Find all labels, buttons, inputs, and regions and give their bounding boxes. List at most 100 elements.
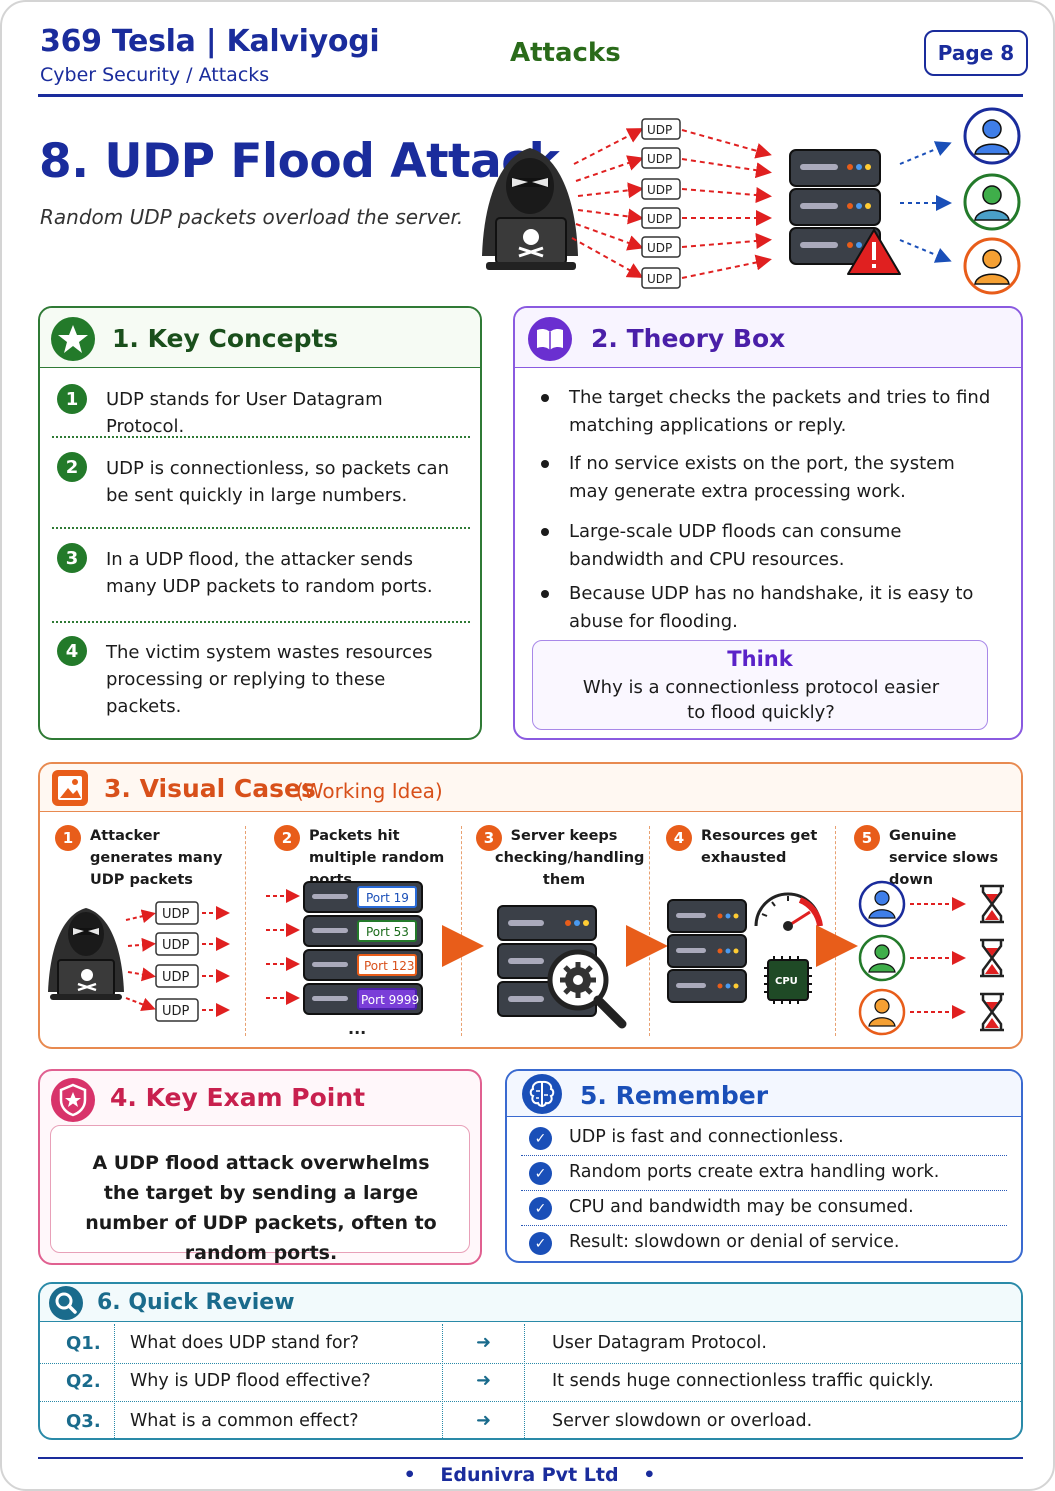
exhausted-server-icon bbox=[667, 899, 747, 1003]
answer-text: It sends huge connectionless traffic qui… bbox=[552, 1371, 934, 1391]
breadcrumb: Cyber Security / Attacks bbox=[40, 64, 270, 86]
more-ports-ellipsis: ... bbox=[348, 1019, 366, 1038]
review-row: Q3. What is a common effect? ➜ Server sl… bbox=[40, 1402, 1021, 1442]
udp-packet-label: UDP bbox=[162, 907, 190, 922]
theory-bullet-text: The target checks the packets and tries … bbox=[569, 387, 991, 436]
brain-icon bbox=[522, 1074, 562, 1114]
remember-title: 5. Remember bbox=[580, 1081, 769, 1110]
udp-packet-label: UDP bbox=[647, 123, 672, 137]
udp-packet-label: UDP bbox=[647, 183, 672, 197]
udp-packet-stream: UDP UDP UDP UDP UDP UDP bbox=[571, 118, 772, 289]
answer-text: Server slowdown or overload. bbox=[552, 1411, 813, 1431]
check-icon: ✓ bbox=[529, 1127, 552, 1150]
key-concept-text: The victim system wastes resources proce… bbox=[106, 642, 433, 717]
remember-card: 5. Remember ✓ UDP is fast and connection… bbox=[505, 1069, 1023, 1263]
port-label: Port 123 bbox=[364, 959, 415, 973]
question-number: Q2. bbox=[66, 1371, 101, 1392]
udp-packet-label: UDP bbox=[647, 152, 672, 166]
remember-text: Random ports create extra handling work. bbox=[569, 1162, 940, 1182]
page-badge: Page 8 bbox=[924, 30, 1028, 76]
bullet bbox=[541, 460, 549, 468]
think-title: Think bbox=[727, 647, 793, 671]
arrow-right-icon: ➜ bbox=[476, 1370, 492, 1391]
udp-flood-hero-illustration: UDP UDP UDP UDP UDP UDP bbox=[482, 107, 1021, 295]
remember-item: ✓ UDP is fast and connectionless. bbox=[521, 1121, 1007, 1156]
key-concepts-title: 1. Key Concepts bbox=[112, 324, 339, 353]
question-text: Why is UDP flood effective? bbox=[130, 1371, 371, 1391]
page-title: 8. UDP Flood Attack bbox=[39, 134, 560, 189]
udp-packet-label: UDP bbox=[162, 1004, 190, 1019]
theory-bullet-text: If no service exists on the port, the sy… bbox=[569, 453, 955, 502]
footer-bullet-icon: • bbox=[403, 1464, 416, 1486]
user-avatar-icon bbox=[963, 173, 1021, 231]
check-icon: ✓ bbox=[529, 1197, 552, 1220]
port-label: Port 19 bbox=[366, 891, 409, 905]
bullet bbox=[541, 528, 549, 536]
divider bbox=[52, 527, 470, 529]
udp-packet-label: UDP bbox=[647, 272, 672, 286]
key-concept-text: In a UDP flood, the attacker sends many … bbox=[106, 549, 433, 597]
user-avatar-icon bbox=[858, 880, 906, 928]
quick-review-card: 6. Quick Review Q1. What does UDP stand … bbox=[38, 1282, 1023, 1440]
user-avatar-icon bbox=[963, 107, 1021, 165]
remember-text: CPU and bandwidth may be consumed. bbox=[569, 1197, 914, 1217]
footer-divider bbox=[38, 1457, 1023, 1459]
step-number: 2 bbox=[274, 825, 300, 851]
bullet bbox=[541, 394, 549, 402]
key-concepts-header: 1. Key Concepts bbox=[40, 308, 480, 368]
key-concepts-card: 1. Key Concepts 1 UDP stands for User Da… bbox=[38, 306, 482, 740]
step-label: Server keeps checking/handling them bbox=[495, 828, 645, 888]
column-divider bbox=[114, 1324, 115, 1438]
theory-box-header: 2. Theory Box bbox=[515, 308, 1021, 368]
udp-packet-label: UDP bbox=[162, 938, 190, 953]
user-avatar-icon bbox=[858, 934, 906, 982]
cpu-label: CPU bbox=[775, 976, 798, 987]
remember-header: 5. Remember bbox=[507, 1071, 1021, 1117]
key-concept-text: UDP is connectionless, so packets can be… bbox=[106, 458, 449, 506]
port-server-icon bbox=[303, 881, 423, 1015]
question-text: What does UDP stand for? bbox=[130, 1333, 360, 1353]
footer-bullet-icon: • bbox=[643, 1464, 656, 1486]
question-number: Q1. bbox=[66, 1333, 101, 1354]
remember-item: ✓ CPU and bandwidth may be consumed. bbox=[521, 1191, 1007, 1226]
quick-review-header: 6. Quick Review bbox=[40, 1284, 1021, 1322]
brand-title: 369 Tesla | Kalviyogi bbox=[40, 24, 380, 59]
key-exam-point-card: 4. Key Exam Point A UDP flood attack ove… bbox=[38, 1069, 482, 1265]
hourglass-icon bbox=[980, 884, 1004, 924]
arrow-right-icon: ➜ bbox=[476, 1332, 492, 1353]
step-number: 4 bbox=[666, 825, 692, 851]
column-divider bbox=[442, 1324, 443, 1438]
udp-packet-label: UDP bbox=[162, 970, 190, 985]
step-label: Resources get exhausted bbox=[701, 828, 818, 866]
cpu-icon bbox=[764, 956, 812, 1004]
visual-cases-subtitle: (Working Idea) bbox=[296, 779, 443, 803]
topic-title: Attacks bbox=[510, 38, 621, 68]
theory-bullet-text: Large-scale UDP floods can consume bandw… bbox=[569, 521, 902, 570]
check-icon: ✓ bbox=[529, 1162, 552, 1185]
server-inspect-icon bbox=[497, 905, 627, 1029]
server-icon bbox=[789, 149, 881, 265]
number-badge: 3 bbox=[57, 543, 87, 573]
number-badge: 4 bbox=[57, 636, 87, 666]
udp-packet-label: UDP bbox=[647, 212, 672, 226]
footer: • Edunivra Pvt Ltd • bbox=[2, 1464, 1053, 1486]
divider bbox=[52, 621, 470, 623]
review-row: Q2. Why is UDP flood effective? ➜ It sen… bbox=[40, 1362, 1021, 1402]
step-number: 5 bbox=[854, 825, 880, 851]
hacker-icon bbox=[48, 908, 124, 1000]
image-icon bbox=[52, 770, 88, 806]
step-label: Attacker generates many UDP packets bbox=[90, 828, 223, 888]
question-number: Q3. bbox=[66, 1411, 101, 1432]
theory-bullet-text: Because UDP has no handshake, it is easy… bbox=[569, 583, 974, 632]
number-badge: 2 bbox=[57, 452, 87, 482]
remember-text: UDP is fast and connectionless. bbox=[569, 1127, 844, 1147]
check-icon: ✓ bbox=[529, 1232, 552, 1255]
remember-text: Result: slowdown or denial of service. bbox=[569, 1232, 900, 1252]
search-icon bbox=[49, 1286, 83, 1320]
header-divider bbox=[38, 94, 1023, 97]
visual-cases-illustration: UDP UDP UDP UDP bbox=[48, 880, 1004, 1038]
theory-box-title: 2. Theory Box bbox=[591, 324, 786, 353]
visual-cases-header: 3. Visual Cases (Working Idea) bbox=[40, 764, 1021, 812]
udp-packet-label: UDP bbox=[647, 241, 672, 255]
